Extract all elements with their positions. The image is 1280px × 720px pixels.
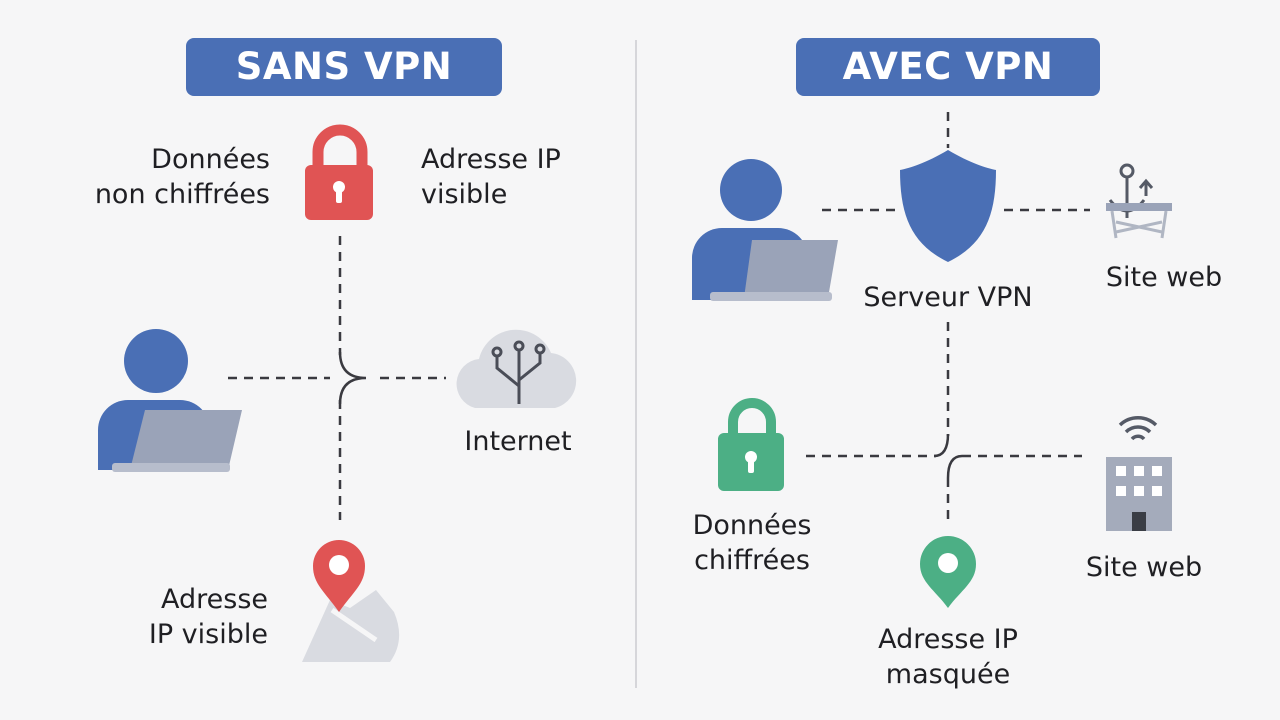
encrypted-data-label: Données chiffrées — [692, 510, 812, 576]
with-vpn-title: AVEC VPN — [796, 38, 1100, 96]
without-vpn-title: SANS VPN — [186, 38, 502, 96]
internet-cloud-icon — [456, 329, 577, 408]
internet-label: Internet — [464, 426, 572, 457]
visible-ip-label-top: Adresse IP visible — [421, 144, 561, 210]
left-junction — [338, 351, 367, 405]
right-junction — [933, 433, 963, 479]
unencrypted-lock-icon — [305, 124, 373, 220]
encrypted-lock-icon — [718, 398, 784, 491]
visible-ip-label-bottom: Adresse IP visible — [148, 584, 268, 650]
laptop-icon — [112, 410, 242, 472]
right-connectors — [806, 112, 1090, 522]
vpn-server-label: Serveur VPN — [863, 282, 1033, 313]
visible-location-pin-icon — [302, 540, 400, 662]
vpn-laptop-icon — [710, 240, 838, 301]
vpn-shield-icon — [900, 150, 996, 262]
website-label-bottom: Site web — [1085, 552, 1203, 583]
left-connectors — [228, 236, 446, 520]
masked-ip-label: Adresse IP masquée — [878, 624, 1018, 690]
masked-location-pin-icon — [920, 536, 976, 608]
website-server-icon — [1106, 163, 1172, 239]
website-building-icon — [1106, 416, 1172, 531]
unencrypted-data-label: Données non chiffrées — [94, 144, 270, 210]
website-label-top: Site web — [1105, 262, 1223, 293]
